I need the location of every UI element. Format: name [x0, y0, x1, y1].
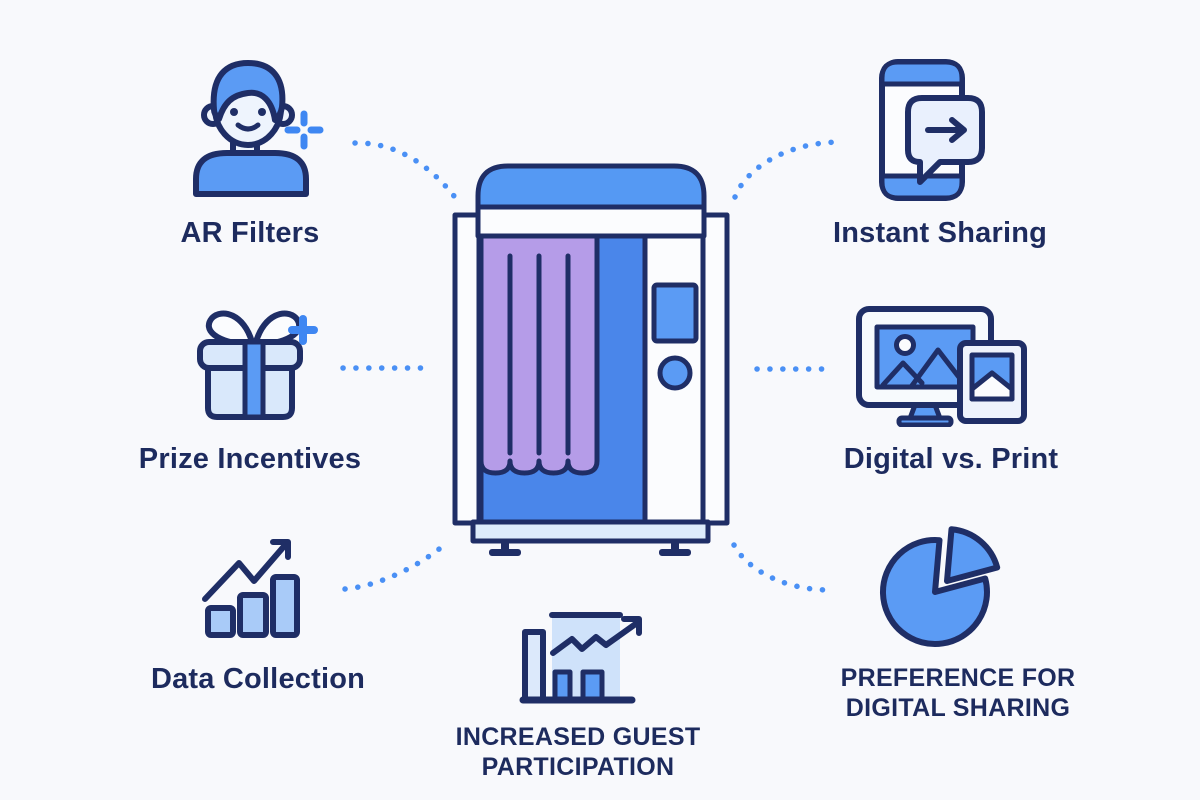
- line-chart-panel-icon: [519, 612, 642, 704]
- gift-icon: [197, 310, 318, 420]
- booth-roof: [475, 163, 707, 210]
- trend-arrow-icon: [550, 616, 642, 656]
- booth-foot-left: [489, 541, 521, 556]
- booth-top-band: [475, 204, 707, 239]
- share-arrow-icon: [925, 117, 967, 143]
- feature-label-prize-incentives: Prize Incentives: [138, 443, 362, 475]
- feature-label-ar-filters: AR Filters: [180, 217, 320, 249]
- connector-instant-sharing: [732, 139, 845, 200]
- bar-chart-growth-icon: [202, 539, 300, 638]
- phone-share-icon: [879, 59, 985, 201]
- booth-side-panel-left: [452, 212, 482, 526]
- pie-main-slice: [880, 537, 990, 647]
- growth-arrow-icon: [202, 539, 291, 602]
- person-face-icon: [193, 60, 324, 197]
- booth-side-panel-right: [700, 212, 730, 526]
- feature-label-instant-sharing: Instant Sharing: [832, 217, 1048, 249]
- feature-label-data-collection: Data Collection: [150, 663, 366, 695]
- booth-button: [657, 355, 693, 391]
- feature-label-increased-guest-participation: INCREASED GUEST PARTICIPATION: [455, 723, 701, 781]
- booth-foot-right: [659, 541, 691, 556]
- feature-label-digital-vs-print: Digital vs. Print: [843, 443, 1059, 475]
- booth-base: [470, 519, 711, 544]
- plus-icon: [288, 315, 318, 345]
- connector-data-collection: [342, 539, 451, 592]
- connector-ar-filters: [352, 140, 457, 199]
- pie-detached-slice: [944, 526, 1001, 584]
- photo-booth-illustration: [452, 163, 730, 556]
- booth-screen: [651, 282, 699, 344]
- curtain-fold-lines: [507, 253, 571, 456]
- sparkle-icon: [284, 110, 324, 150]
- pie-chart-icon: [880, 526, 1001, 647]
- monitor-photo-icon: [856, 306, 1027, 427]
- connector-preference-digital-sharing: [731, 542, 833, 593]
- feature-label-preference-digital-sharing: PREFERENCE FOR DIGITAL SHARING: [840, 664, 1076, 722]
